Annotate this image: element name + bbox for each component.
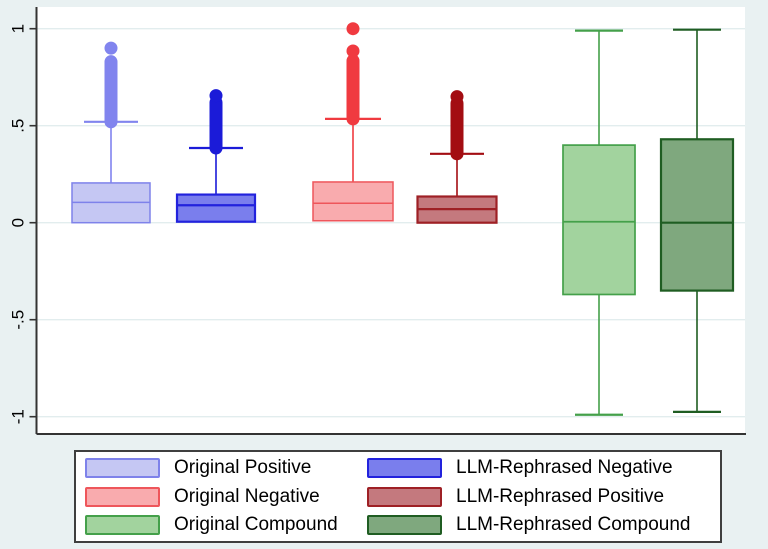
- y-tick-label: -1: [9, 409, 28, 424]
- legend-swatch-original-compound: [85, 515, 160, 536]
- legend-label-llm-rephrased-positive: LLM-Rephrased Positive: [456, 485, 665, 507]
- legend-item-llm-rephrased-positive: LLM-Rephrased Positive: [358, 484, 720, 510]
- box: [312, 181, 394, 222]
- legend-label-original-positive: Original Positive: [174, 456, 312, 478]
- legend-label-original-negative: Original Negative: [174, 485, 320, 507]
- outlier-dot: [209, 89, 223, 103]
- legend-swatch-llm-rephrased-compound: [367, 515, 442, 536]
- legend-item-original-compound: Original Compound: [76, 512, 358, 538]
- outlier-dot: [346, 44, 360, 58]
- legend-label-llm-rephrased-compound: LLM-Rephrased Compound: [456, 514, 691, 536]
- box: [175, 193, 257, 223]
- box: [562, 144, 636, 296]
- y-tick-label: .5: [9, 119, 28, 133]
- legend-item-llm-rephrased-negative: LLM-Rephrased Negative: [358, 455, 720, 481]
- legend-label-original-compound: Original Compound: [174, 514, 338, 536]
- outlier-cluster: [346, 54, 360, 126]
- legend-swatch-llm-rephrased-negative: [367, 457, 442, 478]
- legend-swatch-original-negative: [85, 486, 160, 507]
- y-tick-label: -.5: [9, 310, 28, 330]
- outlier-dot: [346, 22, 360, 36]
- y-tick-label: 0: [9, 218, 28, 227]
- legend-swatch-original-positive: [85, 457, 160, 478]
- outlier-dot: [104, 41, 118, 55]
- outlier-cluster: [209, 95, 223, 155]
- outlier-dot: [450, 90, 464, 104]
- outlier-cluster: [104, 55, 118, 129]
- legend-item-original-negative: Original Negative: [76, 484, 358, 510]
- legend-swatch-llm-rephrased-positive: [367, 486, 442, 507]
- boxplot-chart: 1 .5 0 -.5 -1: [9, 7, 746, 435]
- legend-item-original-positive: Original Positive: [76, 455, 358, 481]
- legend-label-llm-rephrased-negative: LLM-Rephrased Negative: [456, 456, 673, 478]
- legend: Original Positive LLM-Rephrased Negative…: [74, 450, 722, 543]
- outlier-cluster: [450, 96, 464, 161]
- legend-item-llm-rephrased-compound: LLM-Rephrased Compound: [358, 512, 720, 538]
- y-tick-label: 1: [9, 24, 28, 33]
- box: [659, 138, 735, 292]
